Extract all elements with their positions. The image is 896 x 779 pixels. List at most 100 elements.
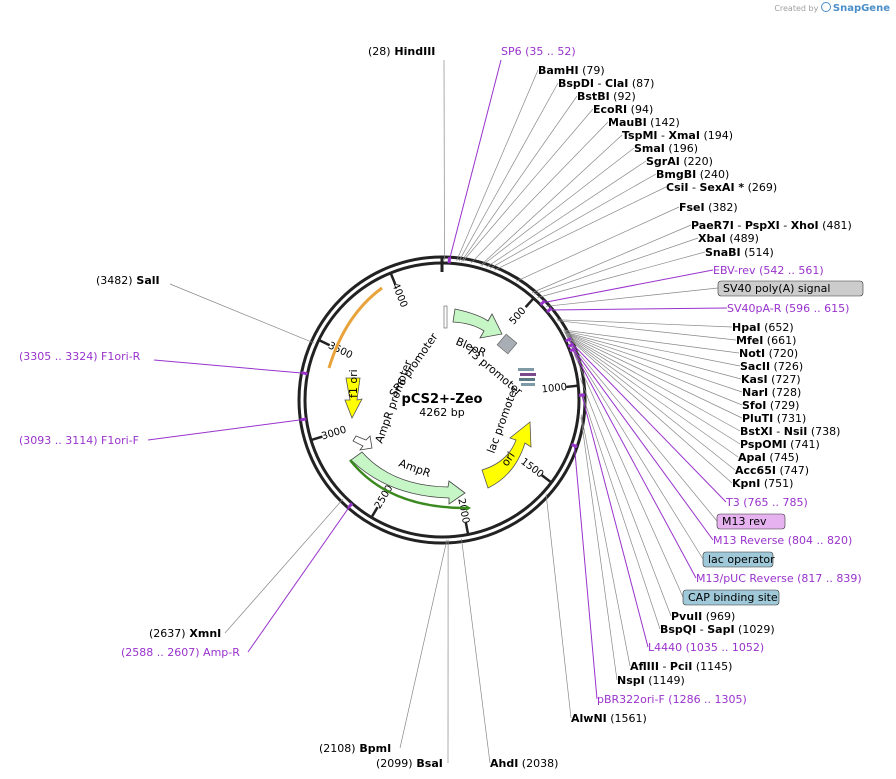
ori-arrow[interactable] <box>481 421 532 489</box>
feature-box[interactable] <box>717 280 864 297</box>
tick-label: 3500 <box>326 340 354 361</box>
site-label[interactable]: PluTI (731) <box>742 412 806 425</box>
site-label[interactable]: (2108) BpmI <box>319 742 391 755</box>
site-label[interactable]: AflIII - PciI (1145) <box>630 660 732 673</box>
site-label[interactable]: HpaI (652) <box>732 321 794 334</box>
site-label[interactable]: PvuII (969) <box>671 610 735 623</box>
site-label[interactable]: (2637) XmnI <box>149 627 221 640</box>
site-label[interactable]: KpnI (751) <box>732 477 793 490</box>
primer-label[interactable]: SV40pA-R (596 .. 615) <box>727 302 849 315</box>
primer-label[interactable]: SP6 (35 .. 52) <box>501 45 576 58</box>
sv40-polya-feature[interactable] <box>496 333 518 355</box>
site-label[interactable]: SacII (726) <box>740 360 803 373</box>
primer-marker <box>567 342 575 348</box>
site-labels-left: (3482) SalI (3305 .. 3324) F1ori-R (3093 .… <box>19 274 443 770</box>
feature-box-label: lac operator <box>708 553 775 566</box>
sp6-promoter-feature[interactable] <box>443 305 448 329</box>
tick-mark <box>566 384 579 389</box>
feature-box[interactable] <box>716 513 786 530</box>
ampr-arrow[interactable] <box>350 451 466 505</box>
site-label[interactable]: ApaI (745) <box>738 451 799 464</box>
tick-mark <box>310 435 323 442</box>
site-label[interactable]: BstXI - NsiI (738) <box>740 425 840 438</box>
site-label[interactable]: BspDI - ClaI (87) <box>558 77 654 90</box>
tick-label: 4000 <box>389 282 409 310</box>
feature-box-label: SV40 poly(A) signal <box>723 282 830 295</box>
leader-line <box>481 147 635 267</box>
site-label[interactable]: CsiI - SexAI * (269) <box>666 181 777 194</box>
site-label[interactable]: AhdI (2038) <box>490 757 558 770</box>
tick-label: 2500 <box>373 483 396 510</box>
primer-label[interactable]: M13/pUC Reverse (817 .. 839) <box>696 572 862 585</box>
site-label[interactable]: SnaBI (514) <box>705 246 774 259</box>
site-label[interactable]: BamHI (79) <box>538 64 605 77</box>
site-labels-right: (28) HindIII SP6 (35 .. 52) BamHI (79)BspD… <box>368 45 864 770</box>
leader-line <box>489 173 657 269</box>
leader-line <box>580 417 618 681</box>
leader-line <box>556 319 733 328</box>
feature-box[interactable] <box>702 551 774 568</box>
leader-line <box>580 414 631 667</box>
features: BleoR T3 promoter lac promoter ori AmpR … <box>327 286 536 511</box>
leader-line <box>448 59 502 261</box>
leader-line <box>153 359 305 374</box>
site-label[interactable]: XbaI (489) <box>698 232 759 245</box>
site-label[interactable]: BstBI (92) <box>577 90 636 103</box>
site-label[interactable]: BspQI - SapI (1029) <box>660 623 775 636</box>
leader-line <box>546 287 719 307</box>
leader-line <box>565 334 741 445</box>
site-label[interactable]: MfeI (661) <box>736 334 796 347</box>
primer-label[interactable]: (2588 .. 2607) Amp-R <box>121 646 240 659</box>
primer-marker <box>447 257 451 264</box>
primer-label[interactable]: T3 (765 .. 785) <box>725 496 808 509</box>
site-label[interactable]: SmaI (196) <box>634 142 698 155</box>
site-label[interactable]: (3482) SalI <box>96 274 160 287</box>
site-label[interactable]: NotI (720) <box>739 347 798 360</box>
primer-marker <box>571 443 578 448</box>
site-label[interactable]: SgrAI (220) <box>646 155 713 168</box>
site-label[interactable]: NarI (728) <box>742 386 801 399</box>
leader-line <box>564 332 743 406</box>
site-label[interactable]: MauBI (142) <box>608 116 680 129</box>
leader-line <box>480 134 623 266</box>
feature-box-label: M13 rev <box>722 515 767 528</box>
ampr-promoter-arrow[interactable] <box>352 435 373 451</box>
lac-operator-feature[interactable] <box>518 368 536 386</box>
primer-label[interactable]: M13 Reverse (804 .. 820) <box>713 534 852 547</box>
f1-ori-arrow[interactable] <box>344 377 363 419</box>
leader-line <box>579 377 672 617</box>
site-label[interactable]: FseI (382) <box>679 201 738 214</box>
leader-line <box>224 498 344 634</box>
site-label[interactable]: (2099) BsaI <box>376 757 443 770</box>
primer-label[interactable]: pBR322ori-F (1286 .. 1305) <box>597 693 747 706</box>
primer-label[interactable]: (3093 .. 3114) F1ori-F <box>19 434 139 447</box>
leader-line <box>563 330 741 367</box>
feature-box-label: CAP binding site <box>688 591 778 604</box>
leader-line <box>399 539 448 749</box>
site-label[interactable]: (28) HindIII <box>368 45 435 58</box>
site-label[interactable]: PaeR7I - PspXI - XhoI (481) <box>691 219 852 232</box>
tick-mark <box>524 297 535 308</box>
site-label[interactable]: EcoRI (94) <box>593 103 653 116</box>
primer-label[interactable]: L4440 (1035 .. 1052) <box>648 641 764 654</box>
leader-line <box>564 333 743 419</box>
leader-line <box>461 538 491 764</box>
primer-marker <box>539 299 546 306</box>
f1-ori-label: f1 ori <box>347 369 360 398</box>
site-label[interactable]: PspOMI (741) <box>740 438 820 451</box>
site-label[interactable]: NspI (1149) <box>617 674 685 687</box>
site-label[interactable]: KasI (727) <box>741 373 801 386</box>
primer-label[interactable]: EBV-rev (542 .. 561) <box>713 264 824 277</box>
f1-ori-outer-arc <box>327 286 383 369</box>
site-label[interactable]: AlwNI (1561) <box>571 712 647 725</box>
site-label[interactable]: BmgBI (240) <box>656 168 729 181</box>
primer-label[interactable]: (3305 .. 3324) F1ori-R <box>19 350 141 363</box>
site-label[interactable]: Acc65I (747) <box>735 464 809 477</box>
feature-box[interactable] <box>682 589 780 606</box>
tick-label: 1000 <box>541 382 567 396</box>
leader-line <box>461 95 578 262</box>
site-label[interactable]: TspMI - XmaI (194) <box>622 129 733 142</box>
leader-line <box>456 69 539 261</box>
site-label[interactable]: SfoI (729) <box>742 399 799 412</box>
bleor-arrow[interactable] <box>452 308 503 339</box>
